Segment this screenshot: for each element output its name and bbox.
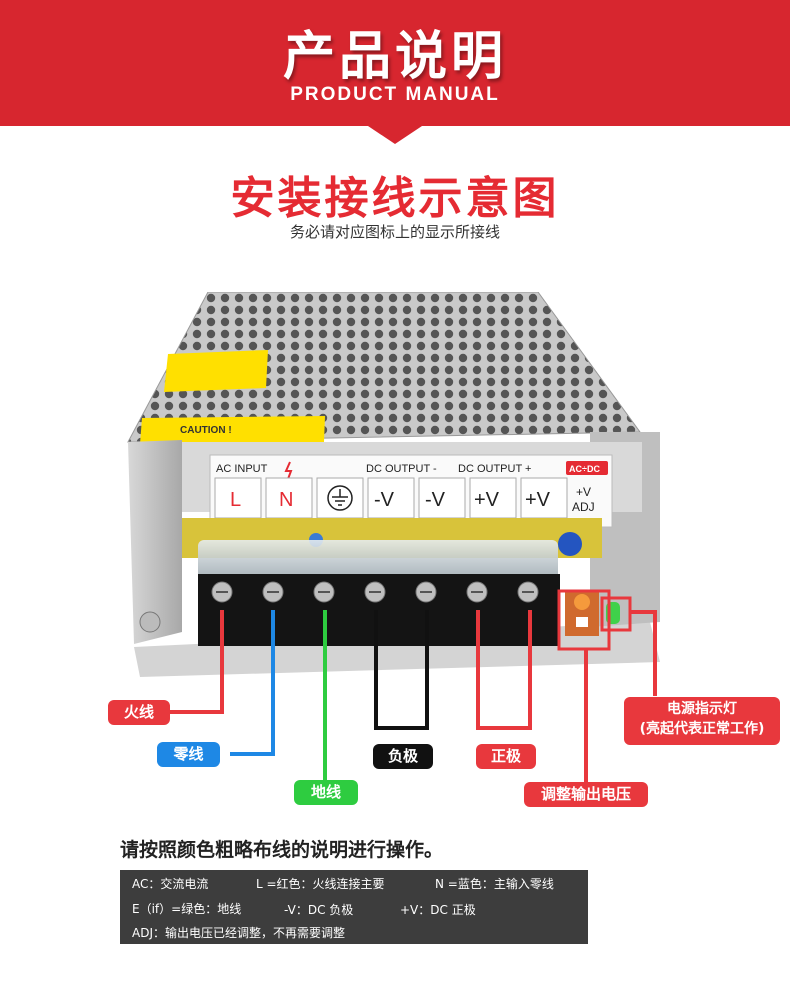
chevron-down-icon bbox=[378, 129, 412, 138]
legend-neg-v: -V：DC 负极 bbox=[284, 903, 354, 917]
earth-ground-icon bbox=[327, 485, 353, 511]
indicator-line2: (亮起代表正常工作) bbox=[639, 721, 765, 737]
legend-box: AC：交流电流 L =红色：火线连接主要 N =蓝色：主输入零线 E（if）=绿… bbox=[120, 870, 588, 944]
adj-label-line2: ADJ bbox=[572, 500, 595, 514]
power-supply-illustration: CAUTION ! AC INPUT DC OUTPUT - DC OUTPUT… bbox=[127, 292, 660, 677]
terminal-pos-v-1-label: +V bbox=[474, 489, 500, 511]
negative-label: 负极 bbox=[373, 744, 433, 769]
live-wire-label: 火线 bbox=[108, 700, 170, 725]
indicator-line1: 电源指示灯 bbox=[667, 701, 737, 717]
header-banner: 产品说明 PRODUCT MANUAL bbox=[0, 0, 790, 126]
legend-l: L =红色：火线连接主要 bbox=[256, 877, 385, 891]
section-subtitle: 务必请对应图标上的显示所接线 bbox=[289, 223, 500, 241]
legend-e: E（if）=绿色：地线 bbox=[132, 902, 242, 916]
terminal-l-label: L bbox=[230, 489, 241, 511]
legend-n: N =蓝色：主输入零线 bbox=[435, 877, 554, 891]
caution-label: CAUTION ! bbox=[180, 425, 232, 436]
dc-output-minus-label: DC OUTPUT - bbox=[366, 463, 437, 475]
terminal-pos-v-2-label: +V bbox=[525, 489, 551, 511]
legend-ac: AC：交流电流 bbox=[132, 877, 209, 891]
legend-pos-v: +V：DC 正极 bbox=[400, 903, 476, 917]
ac-input-label: AC INPUT bbox=[216, 463, 268, 475]
neutral-wire-label: 零线 bbox=[157, 742, 220, 767]
terminal-n-label: N bbox=[279, 489, 293, 511]
section-title: 安装接线示意图 bbox=[230, 173, 560, 224]
dc-output-plus-label: DC OUTPUT + bbox=[458, 463, 531, 475]
adjust-voltage-label: 调整输出电压 bbox=[524, 782, 648, 807]
earth-wire-label: 地线 bbox=[294, 780, 358, 805]
adj-label-line1: +V bbox=[576, 485, 591, 499]
header-title: 产品说明 bbox=[282, 27, 507, 87]
legend-adj: ADJ：输出电压已经调整，不再需要调整 bbox=[132, 926, 345, 940]
terminal-neg-v-2-label: -V bbox=[425, 489, 446, 511]
indicator-light-label: 电源指示灯 (亮起代表正常工作) bbox=[624, 697, 780, 745]
wiring-note-title: 请按照颜色粗略布线的说明进行操作。 bbox=[120, 839, 444, 861]
positive-label: 正极 bbox=[476, 744, 536, 769]
terminal-neg-v-1-label: -V bbox=[374, 489, 395, 511]
ac-dc-badge: AC÷DC bbox=[569, 464, 600, 474]
header-subtitle: PRODUCT MANUAL bbox=[290, 84, 500, 105]
